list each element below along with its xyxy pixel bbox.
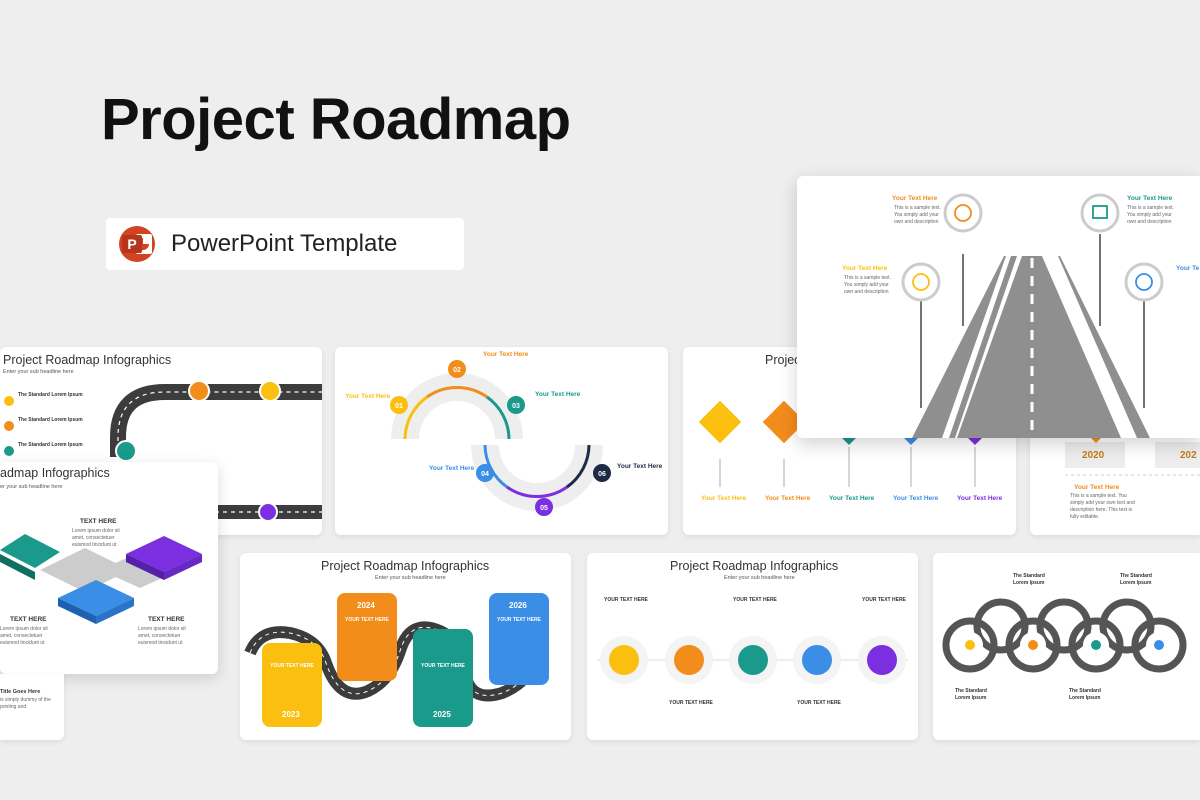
arc-steps-graphic: 01 02 03 04 05 06 xyxy=(390,360,611,516)
winding-road-graphic xyxy=(244,593,549,727)
text-label: YOUR TEXT HERE xyxy=(733,597,777,603)
text-label: Your Text Here xyxy=(535,391,581,398)
text-label: The Standard Lorem Ipsum xyxy=(955,688,987,701)
text-body: Lorem ipsum dolor sit amet, consectetuer… xyxy=(0,626,48,646)
circle-steps-graphic xyxy=(597,636,908,684)
text-body: This is a sample text. You simply add yo… xyxy=(894,205,941,225)
text-label: Your Text Here xyxy=(345,393,391,400)
slide-subtitle: Enter your sub headline here xyxy=(3,369,74,375)
slide-thumb-winding-road[interactable]: Project Roadmap Infographics Enter your … xyxy=(240,553,571,740)
text-label: Your Text Here xyxy=(893,495,939,502)
template-badge: P PowerPoint Template xyxy=(106,218,464,270)
text-label: Your Text Here xyxy=(957,495,1003,502)
text-label: YOUR TEXT HERE xyxy=(345,617,389,623)
badge-label: PowerPoint Template xyxy=(171,230,398,257)
text-label: The Standard Lorem Ipsum xyxy=(1013,573,1045,586)
text-label: Your Text Here xyxy=(1127,195,1173,202)
list-item-title: The Standard Lorem Ipsum xyxy=(18,442,83,448)
year-label: 2020 xyxy=(1082,450,1105,461)
year-tabs-graphic xyxy=(1065,437,1200,476)
text-label: Title Goes Here xyxy=(0,689,41,695)
diamond-steps-graphic xyxy=(698,400,983,487)
text-body: Lorem ipsum dolor sit amet, consectetuer… xyxy=(138,626,186,646)
text-label: YOUR TEXT HERE xyxy=(497,617,541,623)
ring-chain-graphic xyxy=(942,598,1187,673)
slide-thumb-rings[interactable]: The Standard Lorem Ipsum The Standard Lo… xyxy=(933,553,1200,740)
powerpoint-logo-icon: P xyxy=(119,226,155,262)
svg-text:05: 05 xyxy=(540,505,548,512)
svg-text:03: 03 xyxy=(512,403,520,410)
text-label: Your Text Here xyxy=(842,265,888,272)
text-label: Your Text Here xyxy=(765,495,811,502)
page-title: Project Roadmap xyxy=(101,87,571,152)
highway-graphic xyxy=(901,193,1164,438)
svg-text:06: 06 xyxy=(598,471,606,478)
text-label: The Standard Lorem Ipsum xyxy=(1069,688,1101,701)
svg-text:04: 04 xyxy=(481,471,489,478)
year-label: 2024 xyxy=(357,601,375,610)
text-body: This is a sample text. You simply add yo… xyxy=(1070,493,1135,520)
text-label: Your Text Here xyxy=(892,195,938,202)
text-label: TEXT HERE xyxy=(10,616,47,623)
slide-thumb-partial[interactable]: Title Goes Here is simply dummy of the p… xyxy=(0,674,64,740)
slide-title: Project Roadmap Infographics xyxy=(3,353,172,367)
text-label: Your Text Here xyxy=(429,465,475,472)
slide-title: Projec xyxy=(765,353,801,367)
text-label: TEXT HERE xyxy=(80,518,117,525)
text-label: TEXT HERE xyxy=(148,616,185,623)
slide-thumb-arc-steps[interactable]: 01 02 03 04 05 06 Your Text Here Your Te… xyxy=(335,347,668,535)
road-graphic xyxy=(4,380,322,522)
slide-title: admap Infographics xyxy=(0,466,110,480)
svg-text:P: P xyxy=(127,236,136,252)
slide-title: Project Roadmap Infographics xyxy=(321,559,490,573)
text-body: is simply dummy of the printing and xyxy=(0,697,51,710)
text-label: YOUR TEXT HERE xyxy=(862,597,906,603)
isometric-steps-graphic xyxy=(0,534,202,624)
svg-text:02: 02 xyxy=(453,367,461,374)
text-label: The Standard Lorem Ipsum xyxy=(1120,573,1152,586)
text-label: YOUR TEXT HERE xyxy=(669,700,713,706)
slide-title: Project Roadmap Infographics xyxy=(670,559,839,573)
text-label: Your Text Here xyxy=(483,351,529,358)
text-label: Your Text Here xyxy=(829,495,875,502)
text-body: This is a sample text. You simply add yo… xyxy=(844,275,891,295)
text-label: Your Te xyxy=(1176,265,1200,272)
text-label: YOUR TEXT HERE xyxy=(797,700,841,706)
text-label: Your Text Here xyxy=(701,495,747,502)
svg-text:01: 01 xyxy=(395,403,403,410)
slide-thumb-circles[interactable]: Project Roadmap Infographics Enter your … xyxy=(587,553,918,740)
list-item-title: The Standard Lorem Ipsum xyxy=(18,392,83,398)
text-label: YOUR TEXT HERE xyxy=(270,663,314,669)
text-label: YOUR TEXT HERE xyxy=(421,663,465,669)
text-label: YOUR TEXT HERE xyxy=(604,597,648,603)
list-item-title: The Standard Lorem Ipsum xyxy=(18,417,83,423)
slide-subtitle: er your sub headline here xyxy=(0,484,63,490)
slide-subtitle: Enter your sub headline here xyxy=(375,575,446,581)
year-label: 2025 xyxy=(433,710,451,719)
year-label: 202 xyxy=(1180,450,1197,461)
text-label: Your Text Here xyxy=(617,463,663,470)
text-body: This is a sample text. You simply add yo… xyxy=(1127,205,1174,225)
slide-thumb-isometric[interactable]: admap Infographics er your sub headline … xyxy=(0,462,218,674)
year-label: 2026 xyxy=(509,601,527,610)
text-body: Lorem ipsum dolor sit amet, consectetuer… xyxy=(72,528,120,548)
slide-thumb-highway[interactable]: Your Text Here This is a sample text. Yo… xyxy=(797,176,1200,438)
year-label: 2023 xyxy=(282,710,300,719)
text-label: Your Text Here xyxy=(1074,484,1120,491)
slide-subtitle: Enter your sub headline here xyxy=(724,575,795,581)
